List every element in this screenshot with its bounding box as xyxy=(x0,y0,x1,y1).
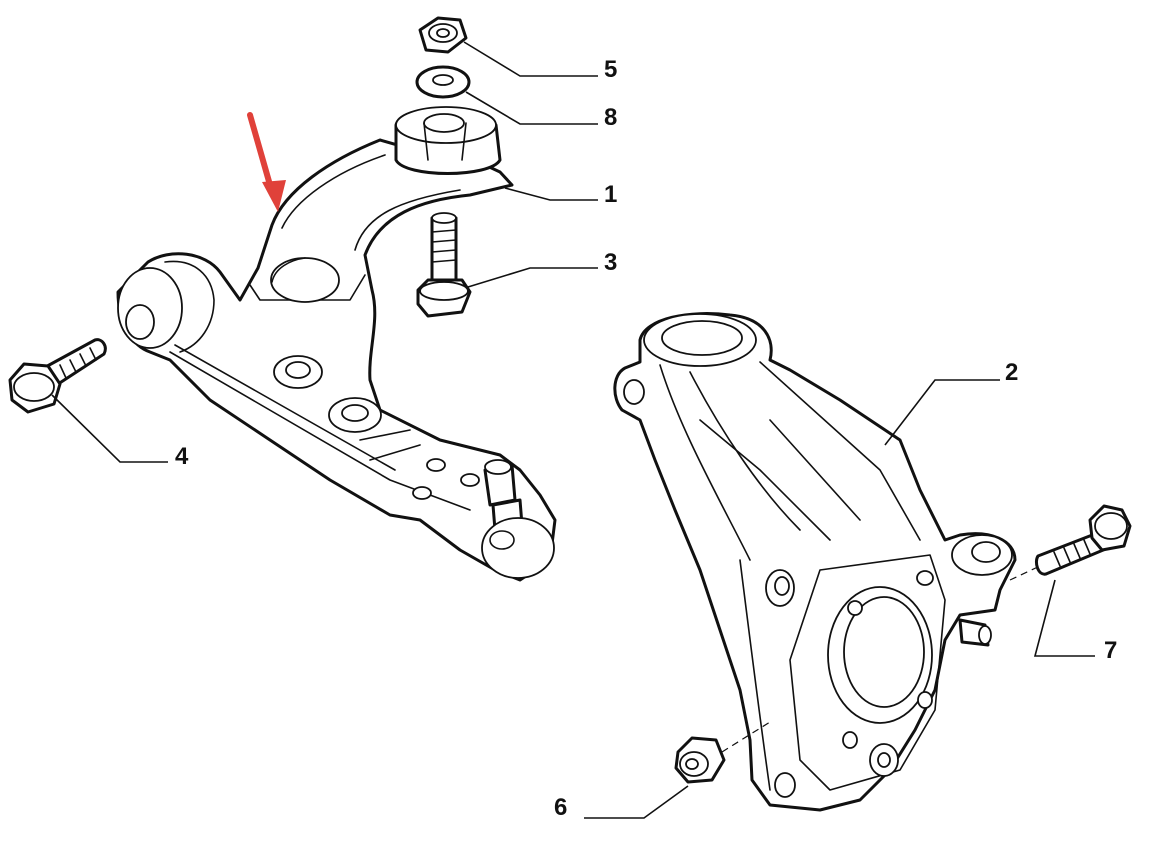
washer[interactable] xyxy=(415,65,471,99)
lock-nut-bottom[interactable] xyxy=(674,736,726,784)
arm-bolt[interactable] xyxy=(416,212,472,318)
steering-knuckle[interactable] xyxy=(613,312,1017,812)
callout-4: 4 xyxy=(175,443,189,470)
flange-bolt-left[interactable] xyxy=(8,338,107,414)
leader-line-7 xyxy=(1033,579,1095,657)
leader-line-1 xyxy=(504,187,598,201)
arrow-down-right-icon xyxy=(247,112,286,212)
control-arm[interactable] xyxy=(116,106,557,582)
axis-line-knuckle-upper xyxy=(1009,565,1041,581)
leader-line-6 xyxy=(584,785,689,819)
callout-5: 5 xyxy=(604,56,617,83)
leader-line-4 xyxy=(51,394,168,463)
callout-8: 8 xyxy=(604,104,617,131)
axis-line-knuckle-lower xyxy=(721,721,771,753)
leader-line-3 xyxy=(467,267,598,288)
callout-3: 3 xyxy=(604,249,617,276)
leader-line-8 xyxy=(465,91,598,125)
callout-6: 6 xyxy=(554,794,567,821)
flange-bolt-right[interactable] xyxy=(1034,504,1132,576)
callout-2: 2 xyxy=(1005,359,1018,386)
callout-1: 1 xyxy=(604,181,617,208)
leader-line-2 xyxy=(884,379,1000,446)
callout-7: 7 xyxy=(1104,637,1117,664)
lock-nut-top[interactable] xyxy=(418,16,468,54)
leader-line-5 xyxy=(463,41,598,77)
